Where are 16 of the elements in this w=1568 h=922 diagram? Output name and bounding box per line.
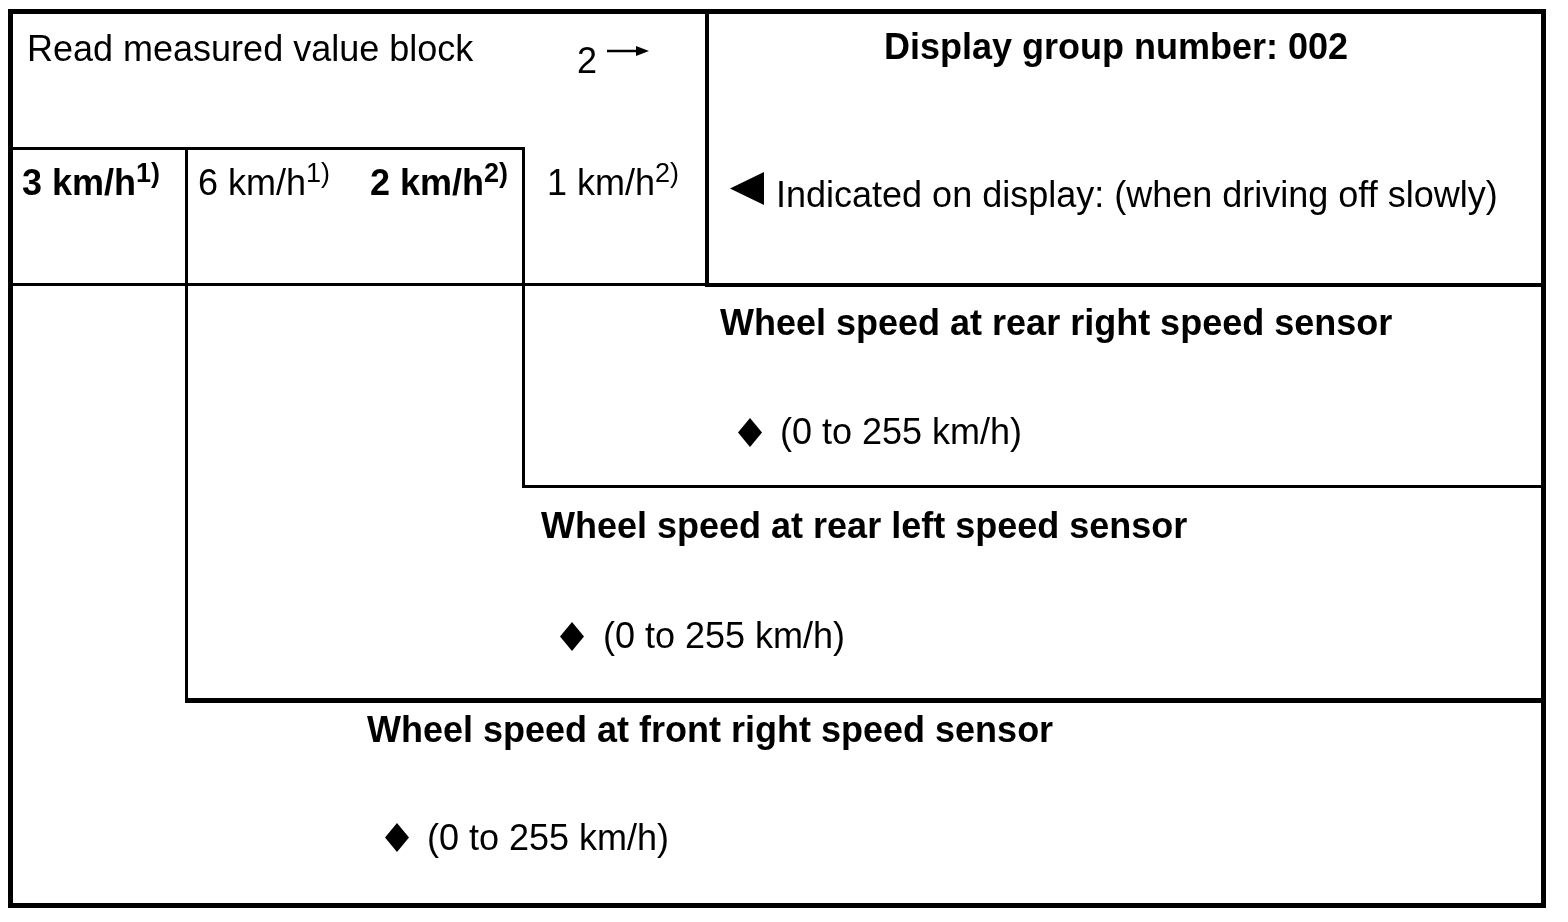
range-text: (0 to 255 km/h) <box>603 618 846 654</box>
range-text: (0 to 255 km/h) <box>780 414 1023 450</box>
sensor-label: Wheel speed at rear right speed sensor <box>720 305 1393 341</box>
range-text: (0 to 255 km/h) <box>427 820 670 856</box>
table-frame <box>8 9 1546 908</box>
display-panel <box>705 14 1541 287</box>
heading-text: Read measured value block <box>27 31 474 67</box>
value-cell <box>13 147 188 286</box>
sensor-label: Wheel speed at front right speed sensor <box>367 712 1054 748</box>
description-box <box>522 283 1541 488</box>
sensor-label: Wheel speed at rear left speed sensor <box>541 508 1188 544</box>
panel-title: Display group number: 002 <box>884 29 1349 65</box>
value-cell <box>185 147 525 286</box>
description-box <box>185 485 1541 703</box>
display-note: Indicated on display: (when driving off slowly) <box>776 177 1498 213</box>
key-number: 2 <box>577 43 598 79</box>
